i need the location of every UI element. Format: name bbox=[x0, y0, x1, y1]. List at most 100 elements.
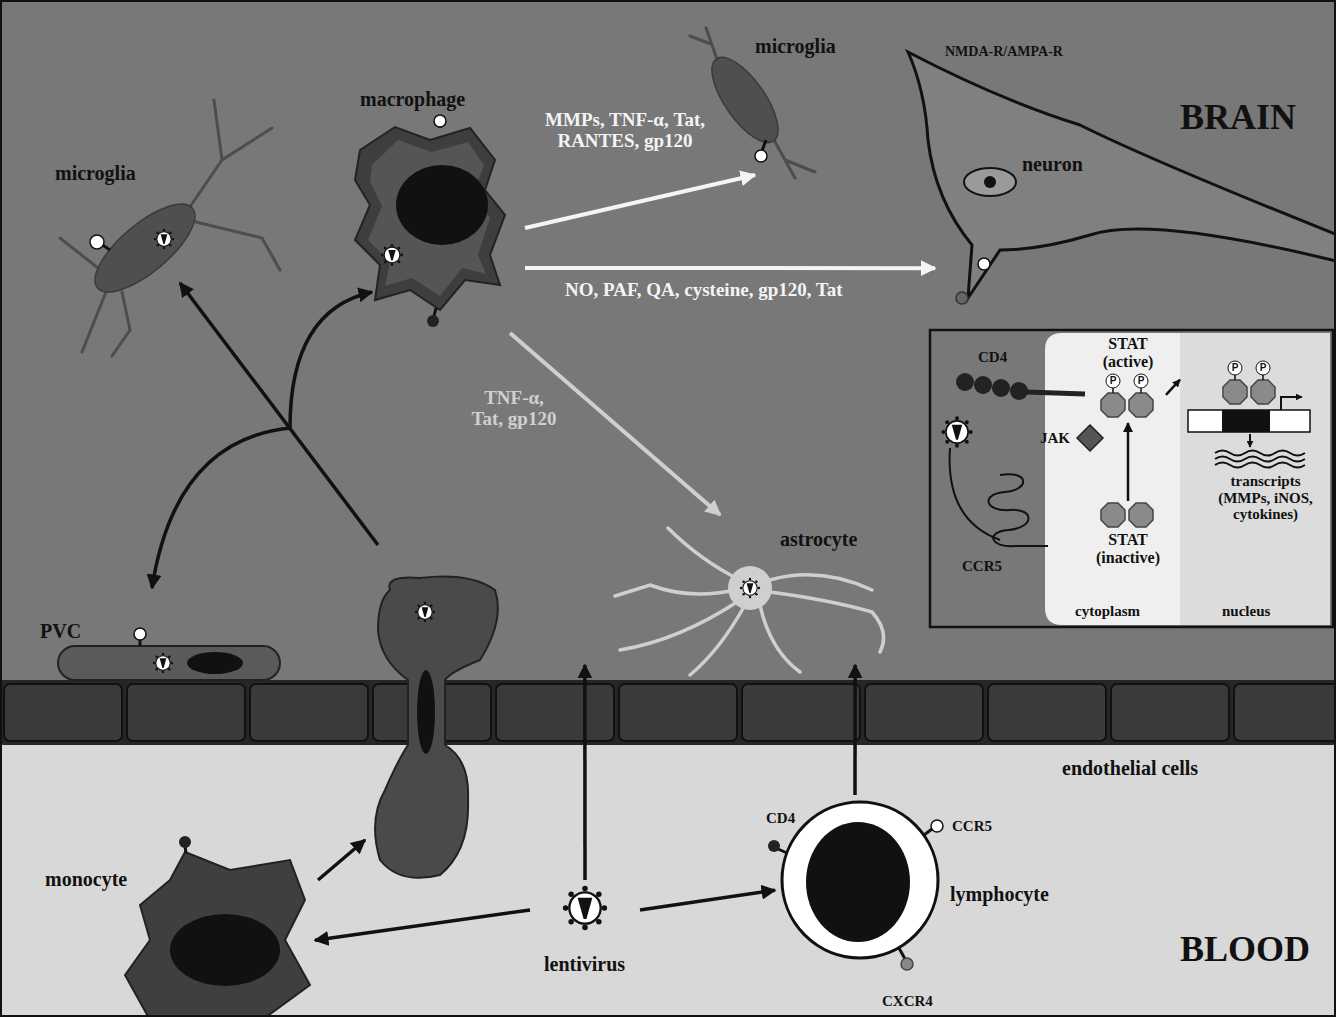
signalling-inset bbox=[1106, 374, 1120, 388]
signalling-inset bbox=[1215, 451, 1305, 456]
signalling-inset bbox=[1215, 463, 1305, 468]
neuron-drawing bbox=[956, 292, 968, 304]
endothelial-layer bbox=[1111, 684, 1229, 741]
signalling-inset bbox=[1215, 457, 1305, 462]
signalling-inset bbox=[1129, 503, 1153, 527]
signalling-inset bbox=[1222, 410, 1270, 432]
signalling-inset bbox=[1234, 375, 1236, 380]
layer-label: endothelial cells bbox=[1062, 757, 1198, 779]
signalling-inset bbox=[1249, 434, 1251, 447]
signalling-inset bbox=[1228, 361, 1242, 375]
perivascular-cell-drawing bbox=[187, 652, 243, 674]
lymphocyte-drawing bbox=[899, 948, 905, 959]
receptor-label: CXCR4 bbox=[882, 993, 933, 1010]
endothelial-layer bbox=[250, 684, 368, 741]
microglia-drawing bbox=[60, 100, 280, 356]
monocyte-drawing bbox=[179, 836, 191, 848]
microglia-cell: microglia bbox=[45, 158, 215, 308]
signalling-inset bbox=[1112, 388, 1114, 393]
microglia-drawing bbox=[82, 190, 208, 306]
signal-label: NO, PAF, QA, cysteine, gp120, Tat bbox=[565, 280, 925, 301]
phosphate-label-box: P bbox=[1228, 361, 1242, 375]
signalling-inset bbox=[992, 379, 1010, 397]
signalling-inset bbox=[930, 330, 1333, 627]
microglia-drawing bbox=[762, 140, 766, 151]
cell-label: lentivirus bbox=[544, 953, 625, 975]
astrocyte-cell: astrocyte bbox=[570, 515, 900, 665]
perivascular-cell-drawing bbox=[134, 628, 146, 640]
endothelial-layer bbox=[4, 684, 122, 741]
layer-label-box: endothelial cells bbox=[1062, 757, 1198, 779]
signalling-inset bbox=[956, 373, 974, 391]
infection-arrow bbox=[315, 910, 530, 940]
monocyte-cell: monocyte bbox=[40, 830, 315, 1017]
signalling-inset bbox=[1281, 397, 1302, 410]
perivascular-cell: PVC bbox=[35, 618, 285, 680]
phosphate-label: P bbox=[1106, 374, 1120, 388]
signalling-inset bbox=[1045, 333, 1180, 625]
signal-label: MMPs, TNF-α, Tat, RANTES, gp120 bbox=[525, 110, 725, 152]
brain-region bbox=[0, 0, 1336, 680]
lymphocyte-drawing bbox=[782, 802, 938, 958]
cell-label: macrophage bbox=[360, 88, 465, 110]
signalling-inset bbox=[989, 474, 1048, 546]
signalling-inset bbox=[1188, 410, 1310, 432]
signalling-inset bbox=[1256, 361, 1270, 375]
signalling-inset bbox=[1262, 375, 1264, 380]
neuron-drawing bbox=[984, 176, 996, 188]
protein-label: STAT (inactive) bbox=[1093, 531, 1163, 566]
lymphocyte-drawing bbox=[778, 849, 787, 853]
endothelial-layer bbox=[0, 680, 1336, 745]
infection-arrow bbox=[583, 665, 587, 880]
macrophage-drawing bbox=[434, 308, 436, 316]
cell-label: lymphocyte bbox=[950, 883, 1049, 905]
astrocyte-drawing bbox=[740, 578, 760, 598]
kinase-label: JAK bbox=[1040, 430, 1070, 447]
receptor-label: CD4 bbox=[766, 810, 795, 827]
lymphocyte-drawing bbox=[931, 820, 943, 832]
macrophage-drawing bbox=[355, 115, 505, 327]
phosphate-label: P bbox=[1134, 374, 1148, 388]
receptor-label: CCR5 bbox=[952, 818, 992, 835]
lymphocyte-cell: lymphocyte bbox=[775, 795, 1095, 965]
lymphocyte-drawing bbox=[901, 958, 913, 970]
product-label: transcripts (MMPs, iNOS, cytokines) bbox=[1208, 473, 1323, 523]
transmigrating-monocyte bbox=[375, 577, 498, 878]
signal-arrow bbox=[525, 266, 935, 270]
translocation-arrow bbox=[1166, 380, 1180, 395]
cell-label: monocyte bbox=[45, 868, 127, 890]
receptor-label: NMDA-R/AMPA-R bbox=[945, 44, 1063, 59]
receptor-label: CD4 bbox=[978, 349, 1007, 366]
phosphate-label-box: P bbox=[1256, 361, 1270, 375]
signalling-inset bbox=[1134, 374, 1148, 388]
endothelial-layer bbox=[496, 684, 614, 741]
kinase-label-box: JAK bbox=[1040, 430, 1070, 447]
neuron-drawing bbox=[908, 52, 1336, 298]
astrocyte-drawing bbox=[615, 528, 884, 675]
neuron-drawing bbox=[964, 168, 1016, 196]
signalling-inset bbox=[1077, 425, 1103, 451]
receptor-label-box: CD4 bbox=[978, 349, 1007, 366]
transcript-product: transcripts (MMPs, iNOS, cytokines) bbox=[1205, 473, 1327, 558]
microglia-drawing bbox=[90, 235, 104, 249]
signalling-inset bbox=[1180, 333, 1330, 625]
lymphocyte-drawing bbox=[806, 822, 910, 942]
signalling-inset bbox=[1026, 392, 1085, 394]
microglia-drawing bbox=[60, 100, 280, 356]
perivascular-cell-drawing bbox=[58, 628, 280, 680]
transmigrating-monocyte bbox=[375, 577, 498, 878]
receptor-label-box: CCR5 bbox=[952, 818, 992, 835]
infection-arrow bbox=[853, 665, 857, 795]
migration-arrows bbox=[318, 840, 365, 880]
nucleus-region: nucleustranscripts (MMPs, iNOS, cytokine… bbox=[1180, 333, 1330, 625]
microglia-drawing bbox=[755, 150, 767, 162]
monocyte-drawing bbox=[170, 914, 280, 986]
lymphocyte-drawing bbox=[768, 802, 943, 970]
neuron-cell: neuron bbox=[935, 45, 1330, 300]
connector-group bbox=[315, 175, 1180, 940]
